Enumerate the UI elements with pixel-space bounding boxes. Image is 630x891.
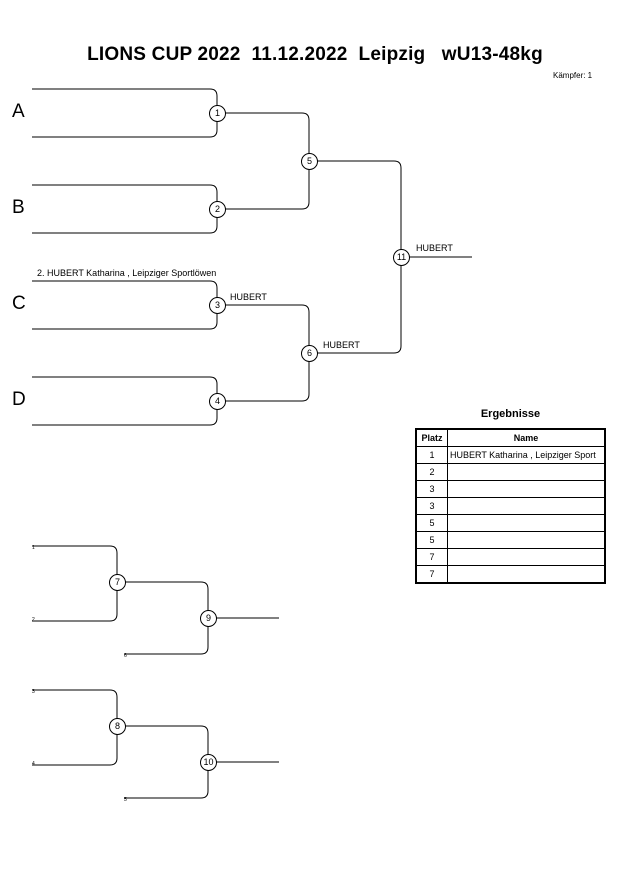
pool-label-a: A — [12, 101, 25, 122]
name-cell — [447, 548, 606, 566]
repechage-seed-5: 5 — [124, 797, 127, 803]
match-node-9: 9 — [200, 610, 217, 627]
pool-label-c: C — [12, 293, 26, 314]
match-7-bracket — [32, 545, 118, 622]
match-6-winner: HUBERT — [323, 340, 360, 350]
table-row: 5 — [415, 531, 606, 549]
fighter-count: Kämpfer: 1 — [553, 71, 593, 80]
repechage-seed-2: 2 — [32, 617, 35, 623]
match-5-bracket — [217, 112, 310, 210]
name-cell — [447, 514, 606, 532]
match-8-bracket — [32, 689, 118, 766]
place-cell: 7 — [415, 565, 448, 584]
place-cell: 3 — [415, 497, 448, 515]
match-6-bracket — [217, 304, 310, 402]
match-9-bracket — [117, 581, 209, 655]
table-row: 7 — [415, 548, 606, 566]
pool-c-fighter-entry: 2. HUBERT Katharina , Leipziger Sportlöw… — [37, 268, 217, 278]
match-node-8: 8 — [109, 718, 126, 735]
pool-c-bracket — [32, 280, 218, 330]
match-11-winner: HUBERT — [416, 243, 453, 253]
match-node-5: 5 — [301, 153, 318, 170]
match-node-1: 1 — [209, 105, 226, 122]
name-cell — [447, 463, 606, 481]
page-title: LIONS CUP 2022 11.12.2022 Leipzig wU13-4… — [87, 44, 543, 65]
place-cell: 7 — [415, 548, 448, 566]
match-node-3: 3 — [209, 297, 226, 314]
place-header: Platz — [415, 428, 448, 447]
match-11-bracket — [309, 160, 402, 354]
table-row: 7 — [415, 565, 606, 584]
place-cell: 5 — [415, 514, 448, 532]
pool-b-bracket — [32, 184, 218, 234]
name-cell — [447, 480, 606, 498]
name-cell — [447, 531, 606, 549]
name-cell: HUBERT Katharina , Leipziger Sport — [447, 446, 606, 464]
name-cell — [447, 565, 606, 584]
pool-label-b: B — [12, 197, 25, 218]
place-cell: 2 — [415, 463, 448, 481]
match-10-bracket — [117, 725, 209, 799]
match-node-7: 7 — [109, 574, 126, 591]
name-header: Name — [447, 428, 606, 447]
table-row: 5 — [415, 514, 606, 532]
pool-label-d: D — [12, 389, 26, 410]
repechage-seed-3: 3 — [32, 689, 35, 695]
pool-d-bracket — [32, 376, 218, 426]
name-cell — [447, 497, 606, 515]
match-node-2: 2 — [209, 201, 226, 218]
table-row: 2 — [415, 463, 606, 481]
place-cell: 5 — [415, 531, 448, 549]
match-node-4: 4 — [209, 393, 226, 410]
repechage-seed-6: 6 — [124, 653, 127, 659]
table-row: 3 — [415, 497, 606, 515]
place-cell: 1 — [415, 446, 448, 464]
results-header-row: Platz Name — [415, 428, 606, 447]
pool-a-bracket — [32, 88, 218, 138]
match-node-6: 6 — [301, 345, 318, 362]
repechage-seed-1: 1 — [32, 545, 35, 551]
place-cell: 3 — [415, 480, 448, 498]
match-node-10: 10 — [200, 754, 217, 771]
table-row: 3 — [415, 480, 606, 498]
match-node-11: 11 — [393, 249, 410, 266]
repechage-seed-4: 4 — [32, 761, 35, 767]
results-title: Ergebnisse — [480, 408, 541, 420]
match-3-winner: HUBERT — [230, 292, 267, 302]
